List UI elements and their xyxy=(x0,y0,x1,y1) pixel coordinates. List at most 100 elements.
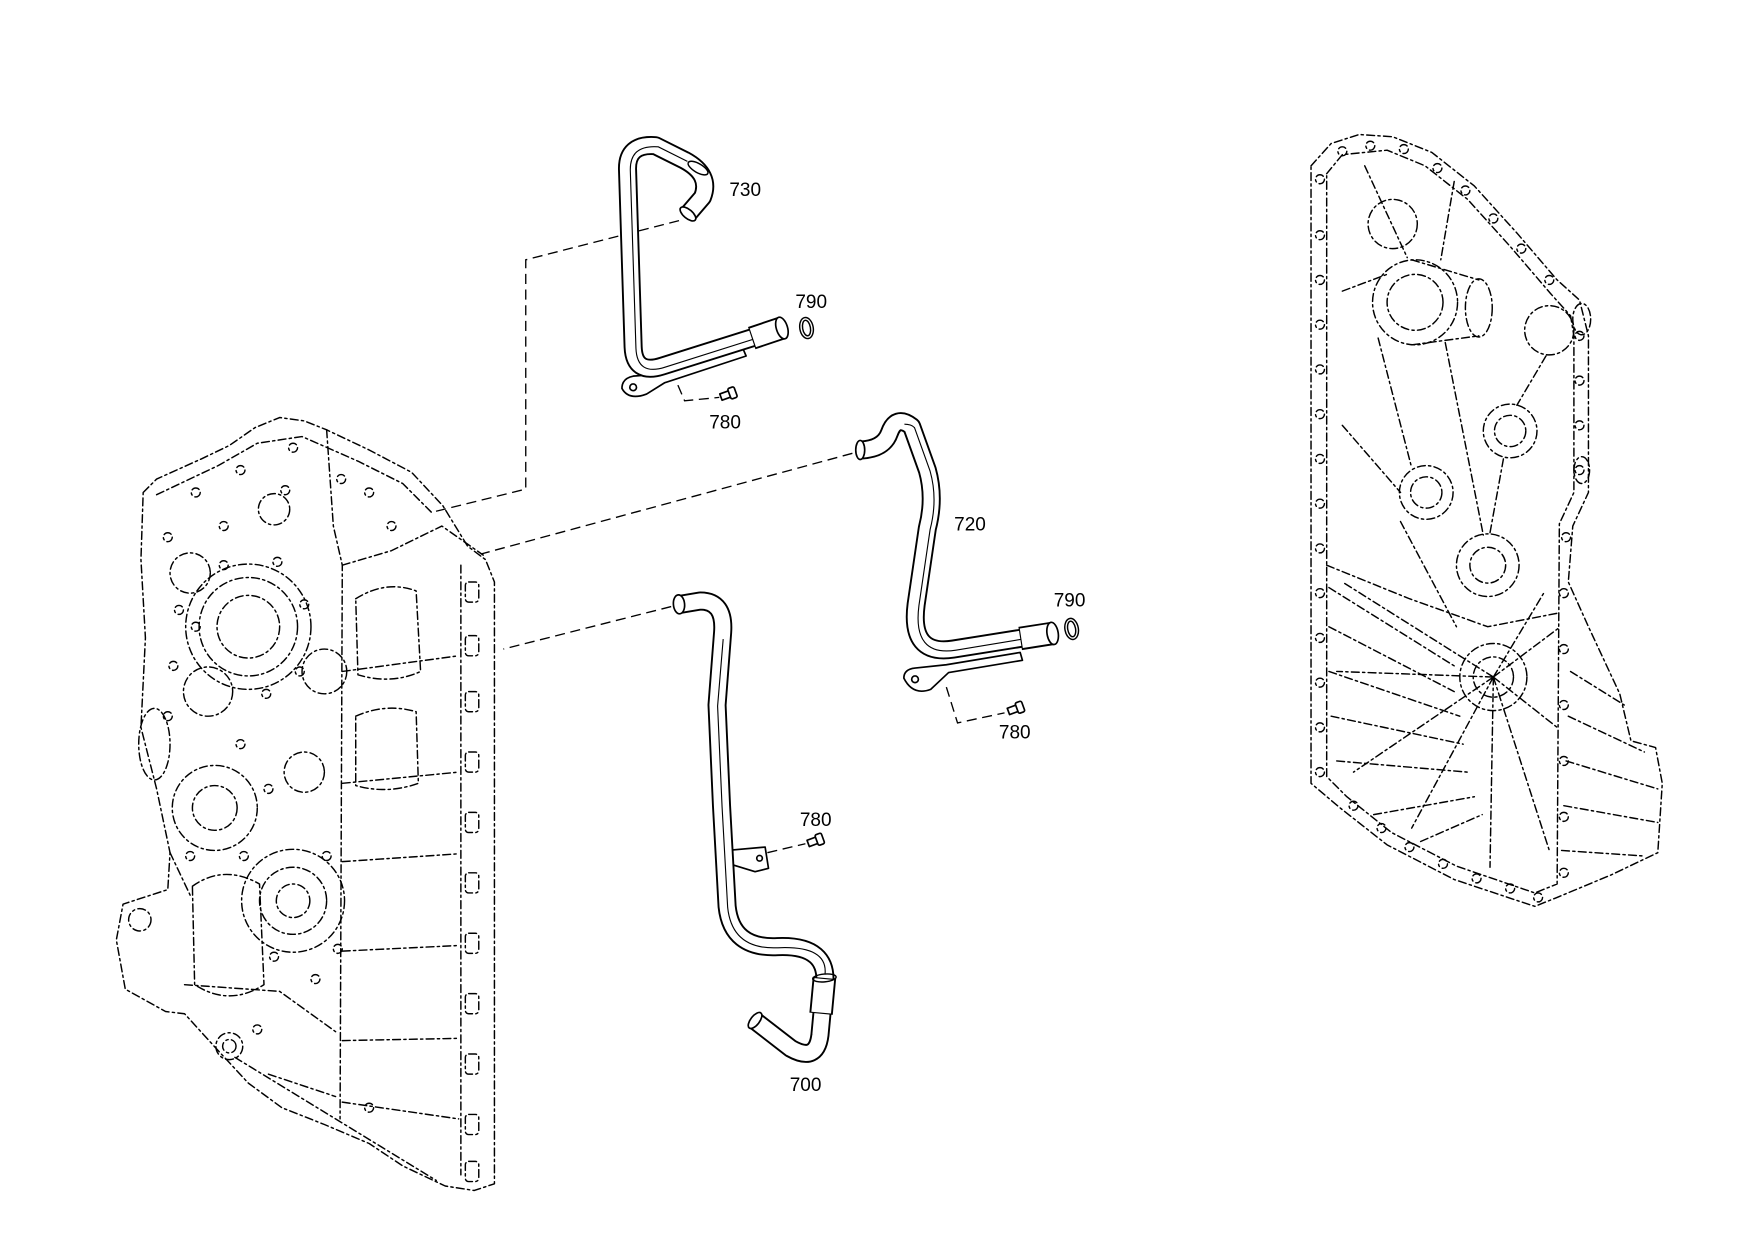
leader-line-screw-middle xyxy=(945,686,1005,724)
flange-boss xyxy=(464,1113,480,1136)
bolt-hole xyxy=(1460,185,1471,196)
leader-line-screw-upper xyxy=(677,384,720,402)
bearing-bore-inner xyxy=(1409,476,1443,509)
bolt-hole xyxy=(235,738,246,750)
bearing-bore-inner xyxy=(191,784,238,832)
bolt-hole xyxy=(190,621,201,632)
callout-780-lower: 780 xyxy=(800,810,832,831)
bearing-bore-inner xyxy=(1469,546,1507,584)
bearing-bore xyxy=(240,848,346,953)
bolt-hole xyxy=(168,660,179,672)
right-housing-box-ribs xyxy=(1560,670,1659,857)
screw-head xyxy=(727,386,738,400)
screw-head xyxy=(814,832,826,846)
left-housing-top-rim xyxy=(155,435,433,514)
left-housing xyxy=(115,416,496,1192)
bolt-hole xyxy=(1314,543,1326,554)
bolt-hole xyxy=(287,442,299,453)
housing-lug-hole xyxy=(215,1032,244,1061)
bearing-bore-inner xyxy=(1386,273,1444,332)
bolt-hole xyxy=(268,951,280,962)
bolt-hole xyxy=(1558,643,1570,655)
pipe-730-top-opening xyxy=(679,206,697,222)
bolt-hole xyxy=(1558,699,1570,711)
right-housing-plate-ribs xyxy=(1341,165,1547,628)
pipe-730-highlight xyxy=(629,146,775,370)
flange-boss xyxy=(464,751,480,773)
left-housing-lower-boss xyxy=(191,873,265,997)
bolt-hole xyxy=(1314,174,1326,185)
left-housing-side-rim xyxy=(341,525,484,566)
bolt-hole xyxy=(294,666,305,677)
leader-lines xyxy=(430,220,1005,854)
right-housing-outline xyxy=(1310,133,1664,908)
bolt-hole xyxy=(1558,811,1570,823)
right-housing-flange xyxy=(1325,149,1575,894)
pipe-700-top-opening xyxy=(672,594,686,615)
bolt-hole xyxy=(280,485,291,496)
leader-line-pipe-700 xyxy=(503,605,672,650)
pipe-700-ferrule-body xyxy=(811,978,835,1014)
bolt-hole xyxy=(1314,408,1326,420)
pipe-720-bracket-hole xyxy=(910,675,920,684)
bolt-hole xyxy=(1488,213,1499,224)
callout-780-upper: 780 xyxy=(709,413,741,434)
right-housing-sump-ribs xyxy=(1328,586,1483,843)
right-housing xyxy=(1310,133,1664,908)
bolt-hole xyxy=(184,850,196,862)
o-ring-inner xyxy=(801,319,812,337)
screw-780-middle xyxy=(1006,700,1026,716)
bolt-hole xyxy=(261,688,272,700)
bolt-hole xyxy=(1558,587,1570,599)
bolt-hole xyxy=(1337,146,1348,157)
bolt-hole xyxy=(218,520,229,532)
bolt-hole xyxy=(1314,364,1326,375)
shaft-bore xyxy=(1523,304,1575,356)
screw-780-upper xyxy=(718,386,738,402)
bearing-bore xyxy=(184,563,312,691)
bearing-bore xyxy=(1371,259,1459,346)
pipe-730-bracket xyxy=(621,347,747,398)
right-housing-spokes xyxy=(1336,581,1562,868)
bolt-hole xyxy=(162,710,173,722)
flange-boss xyxy=(464,581,480,603)
left-housing-side-boss xyxy=(354,586,422,680)
pipe-700-ferrule-ring xyxy=(811,973,837,983)
callout-700: 700 xyxy=(790,1075,822,1096)
bolt-hole xyxy=(1532,892,1544,903)
bolt-hole xyxy=(386,520,397,532)
bearing-bore-inner xyxy=(216,594,281,659)
o-ring-790-middle xyxy=(1064,617,1080,641)
flange-boss xyxy=(464,992,480,1015)
housing-lug-hole xyxy=(221,1038,237,1054)
o-ring-outer xyxy=(1064,617,1080,641)
pipe-720-highlight xyxy=(904,423,1044,652)
left-housing-bolt-holes xyxy=(162,442,480,1183)
screw-780-lower xyxy=(806,832,826,848)
pipe-700 xyxy=(672,591,837,1063)
bolt-hole xyxy=(1314,722,1326,733)
housing-lug-hole xyxy=(127,907,152,932)
o-ring-790-upper xyxy=(798,316,815,340)
bolt-hole xyxy=(1574,464,1585,476)
bolt-hole xyxy=(162,532,173,543)
pipe-720-body xyxy=(860,414,1053,658)
callout-720: 720 xyxy=(954,515,986,536)
bolt-hole xyxy=(363,1102,375,1113)
pipe-730 xyxy=(618,136,790,398)
bolt-hole xyxy=(1314,766,1326,778)
bearing-bore xyxy=(1398,464,1454,521)
flange-boss xyxy=(464,1053,480,1075)
bolt-hole xyxy=(1558,867,1570,879)
bolt-hole xyxy=(190,487,201,498)
left-housing-construction-line xyxy=(234,1056,437,1182)
bolt-hole xyxy=(1432,162,1443,174)
o-ring-outer xyxy=(798,316,815,340)
bearing-bore xyxy=(1482,403,1538,459)
bearing-bore-ring xyxy=(258,866,328,936)
pipe-700-end-opening xyxy=(747,1011,763,1030)
flange-boss xyxy=(464,932,480,955)
bolt-hole xyxy=(321,850,332,862)
pipe-700-highlight xyxy=(717,638,826,975)
